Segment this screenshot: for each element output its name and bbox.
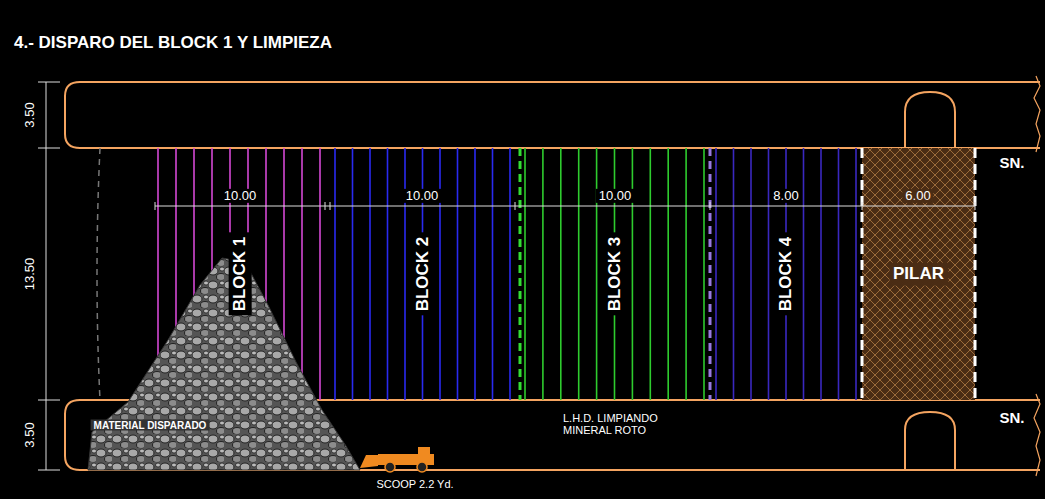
dimension-line: [46, 82, 47, 470]
crosscut: [905, 412, 955, 470]
block-name: BLOCK 4: [775, 233, 798, 316]
drill-hole: [474, 148, 476, 400]
dimension-label: 10.00: [596, 189, 635, 203]
block-name: BLOCK 1: [229, 233, 252, 316]
pillar-limit: [974, 148, 977, 400]
dimension-lines: [38, 82, 975, 470]
dimension-ticks: [155, 202, 975, 210]
drill-hole: [715, 148, 717, 400]
dimension-label: 3.50: [23, 99, 37, 130]
drill-hole: [387, 148, 389, 400]
note-label: L.H.D. LIMPIANDO MINERAL ROTO: [560, 412, 684, 436]
level-label: SN.: [996, 410, 1027, 427]
crosscut: [905, 92, 955, 148]
dimension-line: [155, 206, 975, 207]
block-name: BLOCK 2: [411, 233, 434, 316]
drill-hole: [542, 148, 544, 400]
dimension-label: 13.50: [23, 255, 37, 294]
drill-hole: [492, 148, 494, 400]
break-line: [1034, 76, 1040, 152]
drill-hole: [301, 148, 303, 400]
break-line: [1034, 394, 1040, 476]
drill-hole: [319, 148, 321, 400]
upper-drift: [65, 82, 1040, 148]
drill-hole: [768, 148, 770, 400]
drill-hole: [632, 148, 634, 400]
drifts: [65, 76, 1040, 476]
title: 4.- DISPARO DEL BLOCK 1 Y LIMPIEZA: [14, 34, 332, 53]
drill-hole: [685, 148, 687, 400]
block-band: BLOCK 2: [330, 148, 515, 400]
muck-pile: [88, 258, 360, 470]
block-band: BLOCK 1: [155, 148, 325, 400]
drill-hole: [667, 148, 669, 400]
block-band: BLOCK 3: [520, 148, 710, 400]
pillar-limit: [861, 148, 864, 400]
block-name: BLOCK 3: [604, 233, 627, 316]
block-limits: [520, 148, 975, 400]
dimension-label: 10.00: [403, 189, 442, 203]
dimension-label: 8.00: [770, 189, 801, 203]
drill-hole: [803, 148, 805, 400]
note-label: SCOOP 2.2 Yd.: [373, 478, 456, 490]
note-label: MATERIAL DISPARADO: [91, 420, 210, 431]
block-band: BLOCK 4: [710, 148, 862, 400]
drill-hole: [439, 148, 441, 400]
drill-hole: [838, 148, 840, 400]
dimension-label: 10.00: [221, 189, 260, 203]
dimension-label: 6.00: [902, 189, 933, 203]
scoop-symbol: [360, 447, 434, 472]
drill-hole: [509, 148, 511, 400]
pillar-fill: [862, 148, 975, 400]
pillar-band: PILAR: [862, 148, 975, 400]
dimension-ticks: [38, 82, 60, 470]
drill-hole: [524, 148, 526, 400]
level-label: SN.: [996, 155, 1027, 172]
drill-hole: [334, 148, 336, 400]
block-limit: [709, 148, 712, 400]
drill-hole: [369, 148, 371, 400]
drill-hole: [352, 148, 354, 400]
drill-hole: [457, 148, 459, 400]
drill-hole: [733, 148, 735, 400]
drill-hole: [855, 148, 857, 400]
drill-hole: [649, 148, 651, 400]
drill-hole: [560, 148, 562, 400]
block-limit: [519, 148, 522, 400]
block-name: PILAR: [889, 263, 948, 286]
drill-hole: [820, 148, 822, 400]
drill-hole: [703, 148, 705, 400]
drill-hole: [750, 148, 752, 400]
dimension-label: 3.50: [23, 419, 37, 450]
drill-hole: [596, 148, 598, 400]
stope-limit: [97, 148, 100, 400]
drill-hole: [578, 148, 580, 400]
drill-hole: [404, 148, 406, 400]
